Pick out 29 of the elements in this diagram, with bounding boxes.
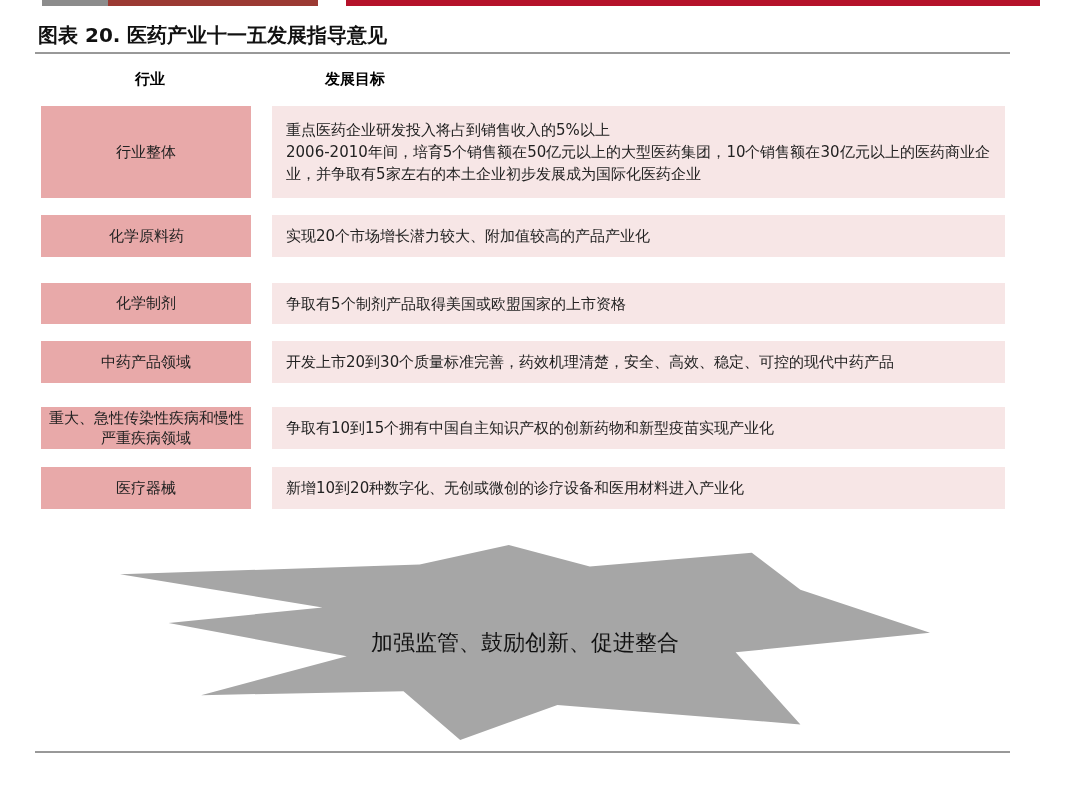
sector-box: [41, 467, 251, 509]
goal-text: 实现20个市场增长潜力较大、附加值较高的产品产业化: [286, 226, 652, 247]
sector-name: 化学制剂: [116, 294, 176, 313]
sector-name: 医疗器械: [116, 478, 176, 498]
sector-name: 重大、急性传染性疾病和慢性严重疾病领域: [47, 408, 245, 448]
sector-box: [41, 283, 251, 324]
goal-box: [272, 283, 1005, 324]
goal-box: [272, 467, 1005, 509]
goal-box: [272, 341, 1005, 383]
starburst: [120, 545, 930, 740]
goal-box: [272, 407, 1005, 449]
goal-text: 争取有5个制剂产品取得美国或欧盟国家的上市资格: [286, 293, 627, 315]
goal-text: 开发上市20到30个质量标准完善，药效机理清楚，安全、高效、稳定、可控的现代中药产品: [286, 352, 896, 373]
slogan: 加强监管、鼓励创新、促进整合: [371, 628, 679, 657]
sector-name: 行业整体: [116, 142, 176, 162]
goal-text: 重点医药企业研发投入将占到销售收入的5%以上: [286, 120, 611, 141]
title: 图表 20. 医药产业十一五发展指导意见: [38, 22, 388, 49]
column-header: 发展目标: [324, 70, 386, 89]
sector-name: 中药产品领域: [101, 352, 191, 372]
sector-box: [41, 341, 251, 383]
sector-box: [41, 215, 251, 257]
goal-box: [272, 106, 1005, 198]
column-header: 行业: [134, 70, 166, 89]
goal-text: 新增10到20种数字化、无创或微创的诊疗设备和医用材料进入产业化: [286, 478, 746, 499]
sector-name: 化学原料药: [108, 226, 184, 246]
sector-box: [41, 106, 251, 198]
goal-box: [272, 215, 1005, 257]
goal-text: 2006-2010年间，培育5个销售额在50亿元以上的大型医药集团，10个销售额在30亿元以上的医药商业企业，并争取有5家左右的本土企业初步发展成为国际化医药企业: [286, 142, 991, 185]
goal-text: 争取有10到15个拥有中国自主知识产权的创新药物和新型疫苗实现产业化: [286, 418, 776, 439]
